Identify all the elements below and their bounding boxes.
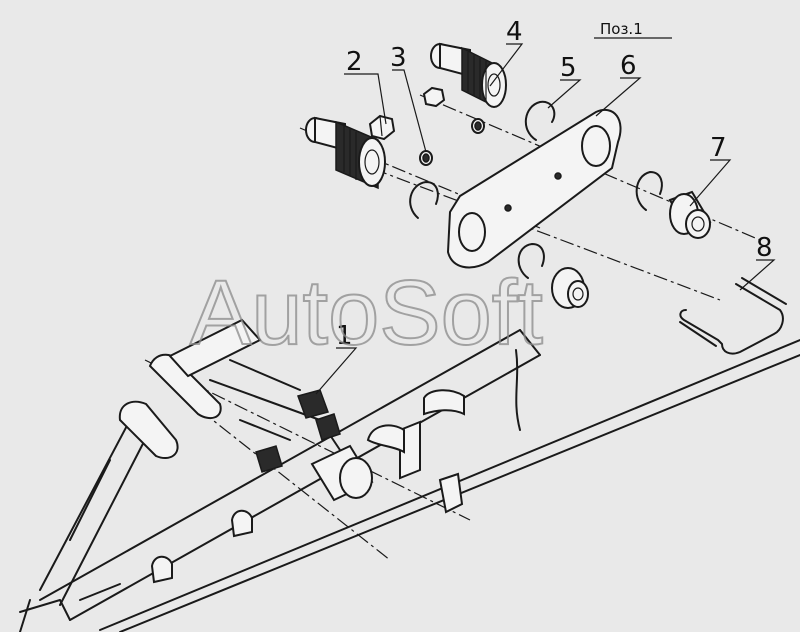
nut-upper [422,86,485,134]
callout-1: 1 [336,321,353,351]
position-label: Поз.1 [600,20,643,38]
callout-8: 8 [756,233,773,263]
hitch-frame [19,318,800,632]
callout-2: 2 [346,47,363,77]
callout-7: 7 [710,133,727,163]
leader-lines [315,37,776,395]
spring-connector-upper [430,42,507,108]
mounting-plate [446,109,622,269]
bushing-lower [551,267,589,309]
bushing [668,190,712,239]
callout-6: 6 [620,51,637,81]
spring-connector-lower [305,116,386,190]
callout-3: 3 [390,43,407,73]
l-pin [679,277,787,355]
washer [419,150,433,166]
callout-5: 5 [560,53,577,83]
hex-nut [368,114,396,141]
callout-4: 4 [506,17,523,47]
retaining-rings [409,100,663,279]
callout-numbers: 2 3 4 5 6 7 8 1 Поз.1 [336,17,773,351]
watermark: AutoSoft [190,262,543,364]
